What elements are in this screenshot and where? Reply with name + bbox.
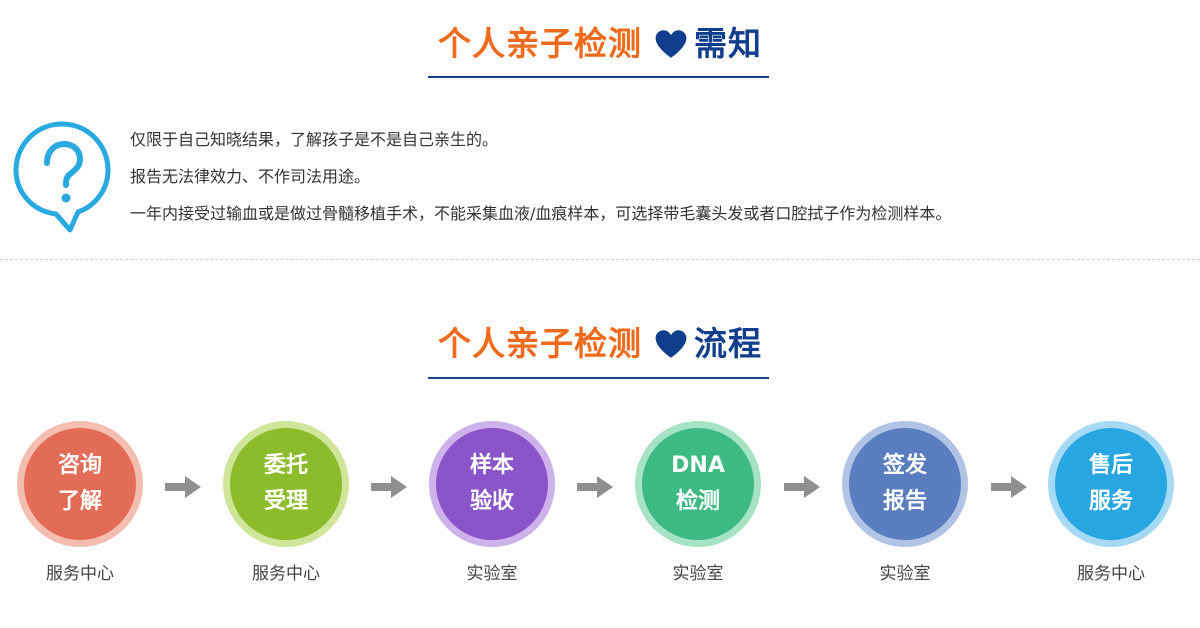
- step-label-line2: 检测: [675, 489, 720, 514]
- step-circle: 样本 验收: [429, 421, 555, 547]
- notice-title-accent: 需知: [694, 24, 762, 63]
- step-label-line1: 售后: [1088, 453, 1133, 478]
- question-bubble-icon: [13, 121, 111, 233]
- step-label-line1: 咨询: [57, 453, 102, 478]
- notice-item: 一年内接受过输血或是做过骨髓移植手术，不能采集血液/血痕样本，可选择带毛囊头发或…: [130, 204, 952, 223]
- step-circle: 签发 报告: [842, 421, 968, 547]
- process-step: 售后 服务 服务中心: [1048, 421, 1174, 584]
- step-label-line2: 验收: [469, 489, 514, 514]
- step-label-line1: DNA: [671, 453, 725, 478]
- step-label-line1: 签发: [882, 453, 927, 478]
- arrow-right-icon: [577, 476, 613, 498]
- process-step: 委托 受理 服务中心: [223, 421, 349, 584]
- process-title-accent: 流程: [694, 324, 762, 363]
- step-circle: 咨询 了解: [17, 421, 143, 547]
- step-department: 服务中心: [1077, 564, 1145, 584]
- step-label-line2: 报告: [882, 489, 927, 514]
- step-circle: 售后 服务: [1048, 421, 1174, 547]
- notice-title-main: 个人亲子检测: [438, 24, 642, 63]
- step-department: 实验室: [672, 564, 724, 584]
- arrow-right-icon: [371, 476, 407, 498]
- step-label-line2: 服务: [1088, 489, 1133, 514]
- step-label-line2: 了解: [57, 489, 102, 514]
- notice-item: 报告无法律效力、不作司法用途。: [130, 167, 371, 186]
- process-title: 个人亲子检测 流程: [438, 322, 762, 366]
- step-circle: DNA 检测: [635, 421, 761, 547]
- process-title-underline: [428, 377, 769, 379]
- step-label-line2: 受理: [263, 489, 308, 514]
- notice-title-block: 个人亲子检测 需知: [0, 22, 1200, 66]
- step-label-line1: 委托: [263, 453, 308, 478]
- heart-icon: [655, 330, 687, 358]
- step-label-line1: 样本: [469, 453, 514, 478]
- section-divider: [0, 259, 1200, 260]
- process-step: 签发 报告 实验室: [842, 421, 968, 584]
- step-department: 服务中心: [46, 564, 114, 584]
- step-circle: 委托 受理: [223, 421, 349, 547]
- step-department: 实验室: [879, 564, 931, 584]
- process-title-main: 个人亲子检测: [438, 324, 642, 363]
- process-step: 咨询 了解 服务中心: [17, 421, 143, 584]
- arrow-right-icon: [991, 476, 1027, 498]
- notice-title: 个人亲子检测 需知: [438, 22, 762, 66]
- notice-list: 仅限于自己知晓结果，了解孩子是不是自己亲生的。 报告无法律效力、不作司法用途。 …: [130, 125, 951, 236]
- step-department: 服务中心: [252, 564, 320, 584]
- arrow-right-icon: [784, 476, 820, 498]
- process-step: DNA 检测 实验室: [635, 421, 761, 584]
- heart-icon: [655, 30, 687, 58]
- process-step: 样本 验收 实验室: [429, 421, 555, 584]
- step-department: 实验室: [466, 564, 518, 584]
- notice-item: 仅限于自己知晓结果，了解孩子是不是自己亲生的。: [130, 130, 499, 149]
- process-title-block: 个人亲子检测 流程: [0, 322, 1200, 366]
- notice-title-underline: [428, 76, 769, 78]
- arrow-right-icon: [165, 476, 201, 498]
